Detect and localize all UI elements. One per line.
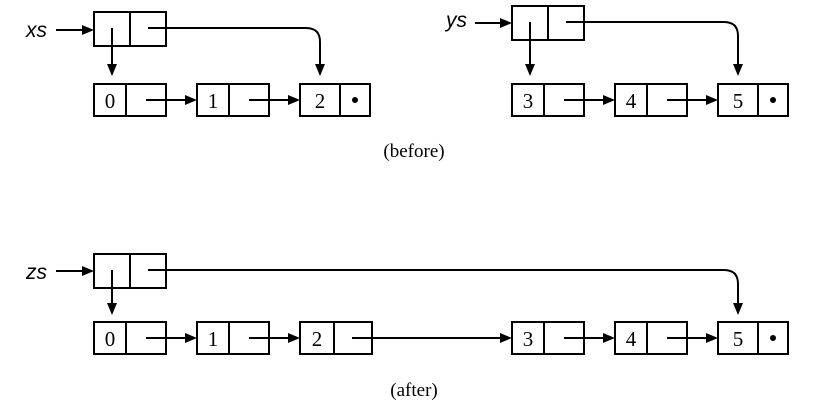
node-value: 1 [208, 89, 219, 113]
arrowhead [603, 333, 615, 343]
list-node: 2 [299, 83, 371, 117]
node-value: 3 [523, 89, 534, 113]
null-pointer-dot [352, 97, 358, 103]
null-pointer-dot [770, 97, 776, 103]
node-cell [93, 321, 167, 355]
last-pointer-line [148, 27, 321, 68]
arrowhead [288, 95, 300, 105]
arrowhead [107, 64, 117, 76]
last-pointer-line [148, 269, 739, 307]
arrowhead [288, 333, 300, 343]
arrowhead [315, 64, 325, 76]
node-cell [717, 83, 789, 117]
arrowhead [733, 64, 743, 76]
arrowhead [525, 64, 535, 76]
node-value: 0 [105, 327, 116, 351]
node-value: 2 [312, 327, 323, 351]
null-pointer-dot [770, 335, 776, 341]
arrowhead [185, 95, 197, 105]
node-value: 5 [733, 327, 744, 351]
variable-label-ys: ys [444, 9, 468, 32]
node-value: 2 [315, 89, 326, 113]
list-node: 0 [93, 321, 167, 355]
arrowhead [706, 95, 718, 105]
list-xs: xs 0 1 2 [25, 11, 371, 117]
list-node: 5 [717, 321, 789, 355]
caption-before: (before) [383, 141, 444, 162]
arrowhead [603, 95, 615, 105]
list-ys: ys 3 4 5 [444, 5, 789, 117]
arrowhead [82, 266, 94, 276]
variable-label-xs: xs [25, 19, 48, 42]
node-cell [299, 83, 371, 117]
arrowhead [706, 333, 718, 343]
list-zs: zs 0 1 2 [25, 253, 789, 355]
node-value: 3 [523, 327, 534, 351]
node-value: 5 [733, 89, 744, 113]
node-cell [717, 321, 789, 355]
node-value: 4 [626, 327, 637, 351]
arrowhead [500, 18, 512, 28]
variable-label-zs: zs [25, 261, 48, 284]
node-value: 1 [208, 327, 219, 351]
arrowhead [500, 333, 512, 343]
arrowhead [82, 25, 94, 35]
arrowhead [107, 303, 117, 315]
caption-after: (after) [390, 380, 437, 401]
node-value: 0 [105, 89, 116, 113]
list-node: 5 [717, 83, 789, 117]
arrowhead [185, 333, 197, 343]
last-pointer-line [566, 21, 739, 68]
node-value: 4 [626, 89, 637, 113]
arrowhead [733, 303, 743, 315]
